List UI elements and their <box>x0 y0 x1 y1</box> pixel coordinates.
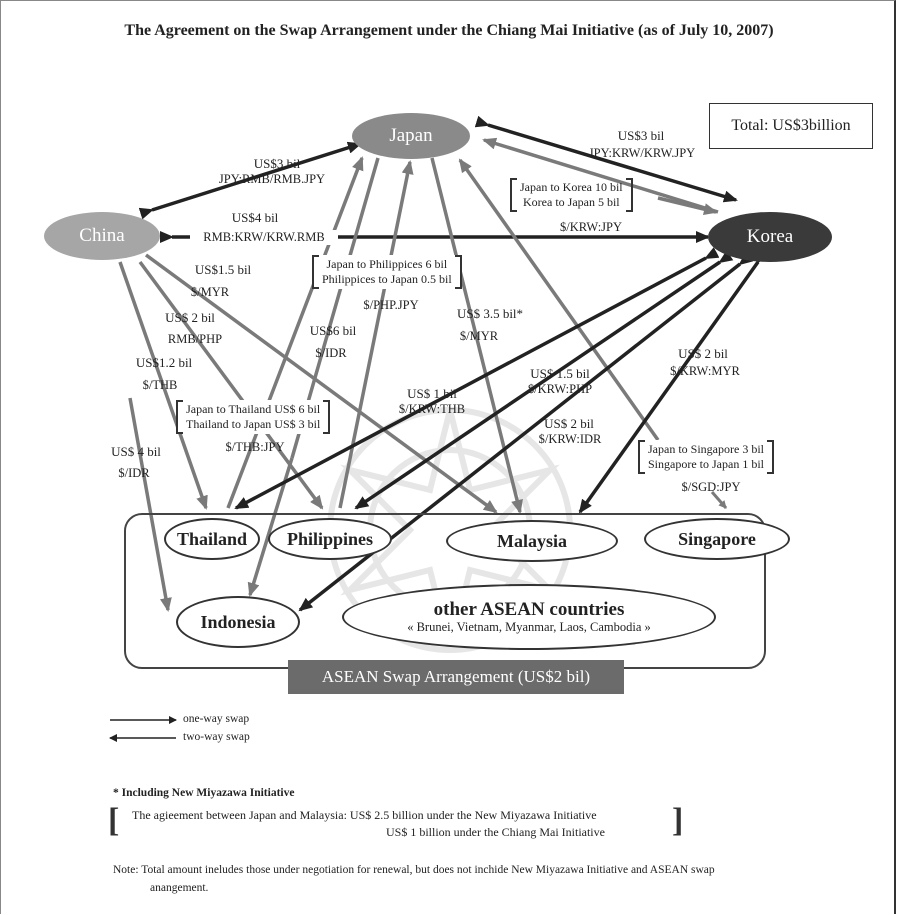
arrow-korea-malaysia <box>578 248 770 514</box>
node-korea-label: Korea <box>746 226 794 247</box>
box-japan-thailand-line2: Thailand to Japan US$ 3 bil <box>186 417 321 431</box>
node-china-label: China <box>79 225 125 246</box>
legend-one-way-label: one-way swap <box>183 713 250 725</box>
other-asean-label: other ASEAN countries <box>433 598 625 620</box>
label-cm-currency: $/MYR <box>190 285 230 299</box>
label-ji-currency: $/IDR <box>315 346 347 360</box>
legend-two-way-label: two-way swap <box>183 731 250 743</box>
other-asean-members: « Brunei, Vietnam, Myanmar, Laos, Cambod… <box>407 619 651 634</box>
label-jc-amount: US$3 bil <box>253 156 301 171</box>
label-kp-amount: US$ 1.5 bil <box>530 366 590 381</box>
country-indonesia: Indonesia <box>176 596 300 648</box>
label-kid-currency: $/KRW:IDR <box>538 432 602 446</box>
box-japan-thailand-currency: $/THB:JPY <box>225 440 285 454</box>
box-japan-korea-line1: Japan to Korea 10 bil <box>520 180 623 194</box>
label-cm-amount: US$1.5 bil <box>194 262 252 277</box>
country-thailand: Thailand <box>164 518 260 560</box>
note-total-line1: Note: Total amount ineludes those under … <box>113 864 715 876</box>
label-ck-amount: US$4 bil <box>231 210 279 225</box>
asean-swap-label: ASEAN Swap Arrangement (US$2 bil) <box>288 660 624 694</box>
note-agreement-line2: US$ 1 billion under the Chiang Mai Initi… <box>386 825 605 839</box>
box-japan-philippines-line1: Japan to Philippices 6 bil <box>326 257 448 271</box>
box-japan-singapore-line2: Singapore to Japan 1 bil <box>648 457 764 471</box>
box-japan-korea-line2: Korea to Japan 5 bil <box>523 195 620 209</box>
box-japan-singapore: Japan to Singapore 3 bil Singapore to Ja… <box>638 440 774 474</box>
arrow-korea-japan-gray <box>482 137 719 214</box>
arrow-japan-korea-gray <box>657 196 718 216</box>
arrow-korea-thailand <box>234 247 720 510</box>
label-ct-currency: $/THB <box>142 378 178 392</box>
label-jk-amount: US$3 bil <box>617 128 665 143</box>
label-jk-currency: JPY:KRW/KRW.JPY <box>588 146 696 160</box>
label-jm-amount: US$ 3.5 bil* <box>456 306 524 321</box>
country-other-asean: other ASEAN countries « Brunei, Vietnam,… <box>342 584 716 650</box>
label-km-currency: $/KRW:MYR <box>670 364 740 378</box>
label-ji-amount: US$6 bil <box>309 323 357 338</box>
box-japan-korea: Japan to Korea 10 bil Korea to Japan 5 b… <box>510 178 633 212</box>
label-kt-amount: US$ 1 bil <box>407 386 457 401</box>
arrow-china-thailand <box>118 261 208 510</box>
country-philippines: Philippines <box>268 518 392 560</box>
node-japan-label: Japan <box>389 125 433 146</box>
box-japan-singapore-line1: Japan to Singapore 3 bil <box>648 442 764 456</box>
diagram-title: The Agreement on the Swap Arrangement un… <box>124 22 774 39</box>
label-jc-currency: JPY:RMB/RMB.JPY <box>218 172 326 186</box>
note-heading: * Including New Miyazawa Initiative <box>113 787 295 799</box>
label-ct-amount: US$1.2 bil <box>135 355 193 370</box>
note-total-line2: anangement. <box>150 882 209 894</box>
arrow-japan-china <box>138 141 362 220</box>
label-ck-currency: RMB:KRW/KRW.RMB <box>190 230 338 245</box>
label-ci-amount: US$ 4 bil <box>111 444 161 459</box>
node-korea: Korea <box>708 212 832 262</box>
label-cp-currency: RMB/PHP <box>167 332 223 346</box>
box-japan-philippines-line2: Philippices to Japan 0.5 bil <box>322 272 452 286</box>
label-kid-amount: US$ 2 bil <box>544 416 594 431</box>
label-km-amount: US$ 2 bil <box>678 346 728 361</box>
label-cp-amount: US$ 2 bil <box>165 310 215 325</box>
label-jm-currency: $/MYR <box>459 329 499 343</box>
node-japan: Japan <box>352 113 470 159</box>
box-japan-korea-currency: $/KRW:JPY <box>559 220 623 234</box>
box-japan-singapore-currency: $/SGD:JPY <box>681 480 741 494</box>
box-japan-thailand: Japan to Thailand US$ 6 bil Thailand to … <box>176 400 331 434</box>
label-kt-currency: $/KRW:THB <box>398 402 466 416</box>
arrow-japan-korea <box>474 115 738 203</box>
country-indonesia-label: Indonesia <box>200 611 276 632</box>
label-ci-currency: $/IDR <box>118 466 150 480</box>
node-china: China <box>44 212 160 260</box>
country-malaysia: Malaysia <box>446 520 618 562</box>
country-philippines-label: Philippines <box>286 528 374 549</box>
country-thailand-label: Thailand <box>176 528 248 549</box>
arrow-china-indonesia <box>128 397 172 612</box>
note-bracket-right: ] <box>672 802 684 839</box>
box-japan-thailand-line1: Japan to Thailand US$ 6 bil <box>186 402 321 416</box>
note-agreement-line1: The agieement between Japan and Malaysia… <box>132 808 597 822</box>
box-japan-philippines-currency: $/PHP.JPY <box>363 298 419 312</box>
country-malaysia-label: Malaysia <box>497 530 567 551</box>
note-bracket-left: [ <box>108 802 120 839</box>
country-singapore-label: Singapore <box>678 528 756 549</box>
box-japan-philippines: Japan to Philippices 6 bil Philippices t… <box>312 255 462 289</box>
label-kp-currency: $/KRW:PHP <box>527 382 593 396</box>
country-singapore: Singapore <box>644 518 790 560</box>
